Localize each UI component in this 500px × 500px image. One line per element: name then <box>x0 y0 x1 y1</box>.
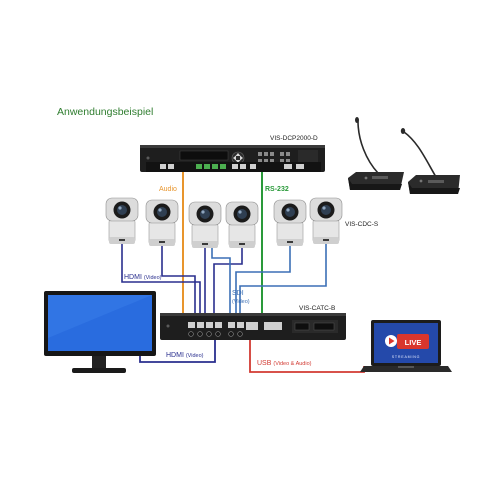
audio-label: Audio <box>159 186 177 193</box>
camera-icon <box>309 197 343 245</box>
usb-label: USB (Video & Audio) <box>257 360 312 367</box>
camera-icon <box>145 199 179 247</box>
camera-icon <box>273 199 307 247</box>
hdmi-monitor-cable <box>139 340 216 363</box>
hdmi-camera-label-main: HDMI <box>124 274 142 281</box>
streaming-label: STREAMING <box>392 355 421 359</box>
live-label: LIVE <box>405 338 422 347</box>
laptop-icon <box>360 320 452 372</box>
camera-icon <box>225 201 259 249</box>
converter-unit <box>160 313 346 340</box>
usb-laptop-cable <box>249 340 365 373</box>
hdmi-camera-cables <box>121 244 243 322</box>
converter-label: VIS-CATC-B <box>299 305 335 312</box>
sdi-label: SDI <box>232 290 244 297</box>
usb-label-main: USB <box>257 360 272 367</box>
monitor-icon <box>44 291 156 373</box>
sdi-camera-cables <box>211 244 327 322</box>
usb-label-sub: (Video & Audio) <box>273 361 311 367</box>
microphone-icon <box>400 128 460 194</box>
hdmi-monitor-label-main: HDMI <box>166 352 184 359</box>
microphone-icon <box>348 117 404 190</box>
cameras-label: VIS-CDC-S <box>345 221 379 228</box>
sdi-label-sub: (Video) <box>232 299 250 305</box>
processor-label: VIS-DCP2000-D <box>270 135 318 142</box>
camera-icon <box>188 201 222 249</box>
hdmi-camera-label-sub: (Video) <box>144 275 162 281</box>
processor-unit <box>140 145 325 172</box>
page-title: Anwendungsbeispiel <box>57 106 154 118</box>
hdmi-camera-label: HDMI (Video) <box>124 274 162 281</box>
hdmi-monitor-label: HDMI (Video) <box>166 352 204 359</box>
play-icon <box>389 337 395 345</box>
live-badge <box>385 334 429 349</box>
hdmi-monitor-label-sub: (Video) <box>186 353 204 359</box>
camera-icon <box>105 197 139 245</box>
rs232-label: RS-232 <box>265 186 289 193</box>
